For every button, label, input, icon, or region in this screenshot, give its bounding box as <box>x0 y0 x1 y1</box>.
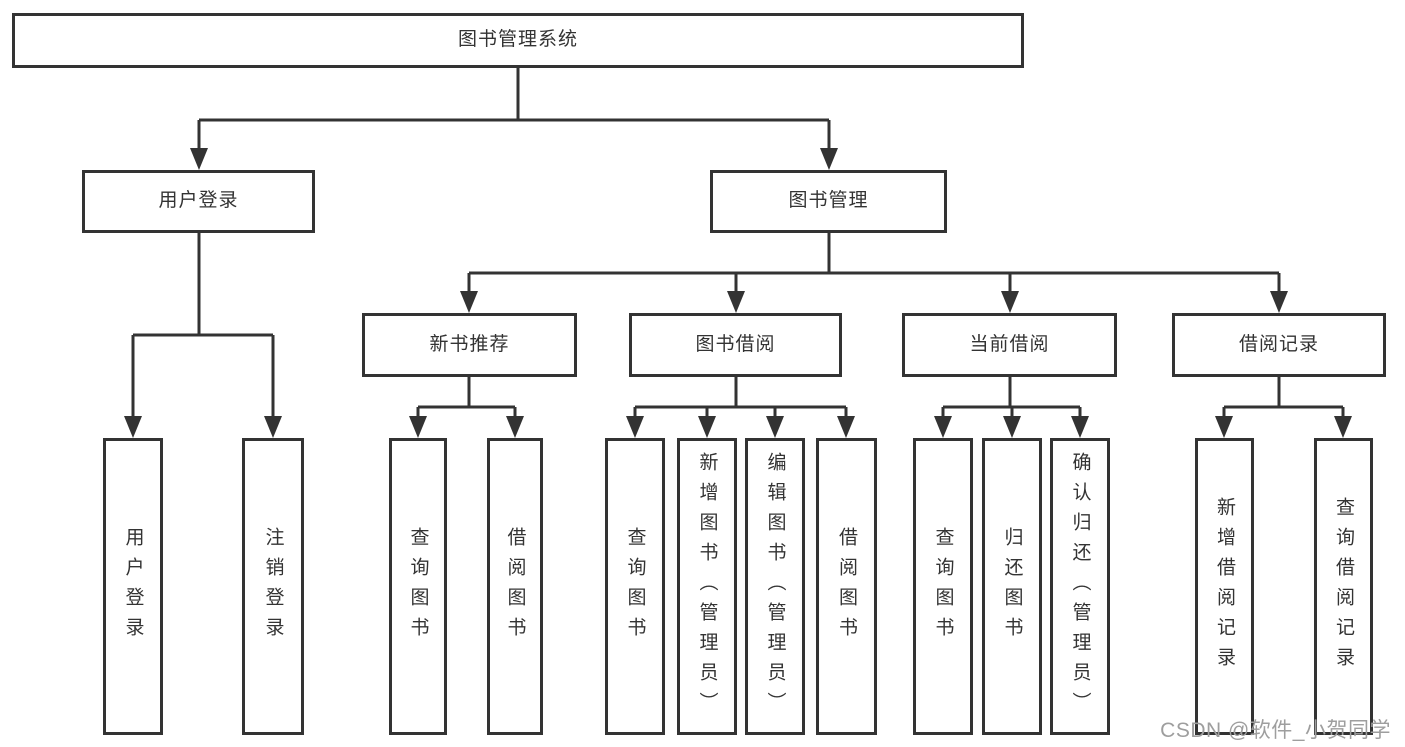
node-new-book-recommendation: 新书推荐 <box>362 313 577 377</box>
node-library-management-system: 图书管理系统 <box>12 13 1024 68</box>
leaf-query-borrow-record: 查询借阅记录 <box>1314 438 1373 735</box>
leaf-return-books: 归还图书 <box>982 438 1042 735</box>
leaf-logout: 注销登录 <box>242 438 304 735</box>
node-borrowing-records: 借阅记录 <box>1172 313 1386 377</box>
leaf-borrow-books-recommend: 借阅图书 <box>487 438 543 735</box>
leaf-confirm-return-admin: 确认归还（管理员） <box>1050 438 1110 735</box>
leaf-borrow-books-borrowing: 借阅图书 <box>816 438 877 735</box>
leaf-query-books-borrowing: 查询图书 <box>605 438 665 735</box>
leaf-add-borrow-record: 新增借阅记录 <box>1195 438 1254 735</box>
node-current-borrowing: 当前借阅 <box>902 313 1117 377</box>
leaf-query-books-current: 查询图书 <box>913 438 973 735</box>
leaf-add-books-admin: 新增图书（管理员） <box>677 438 737 735</box>
connector-segments <box>131 68 1345 420</box>
leaf-user-login: 用户登录 <box>103 438 163 735</box>
node-book-management: 图书管理 <box>710 170 947 233</box>
leaf-query-books-recommend: 查询图书 <box>389 438 447 735</box>
arrowheads <box>124 148 1352 438</box>
leaf-edit-books-admin: 编辑图书（管理员） <box>745 438 805 735</box>
node-book-borrowing: 图书借阅 <box>629 313 842 377</box>
watermark: CSDN @软件_小贺同学 <box>1160 719 1391 742</box>
node-user-login: 用户登录 <box>82 170 315 233</box>
